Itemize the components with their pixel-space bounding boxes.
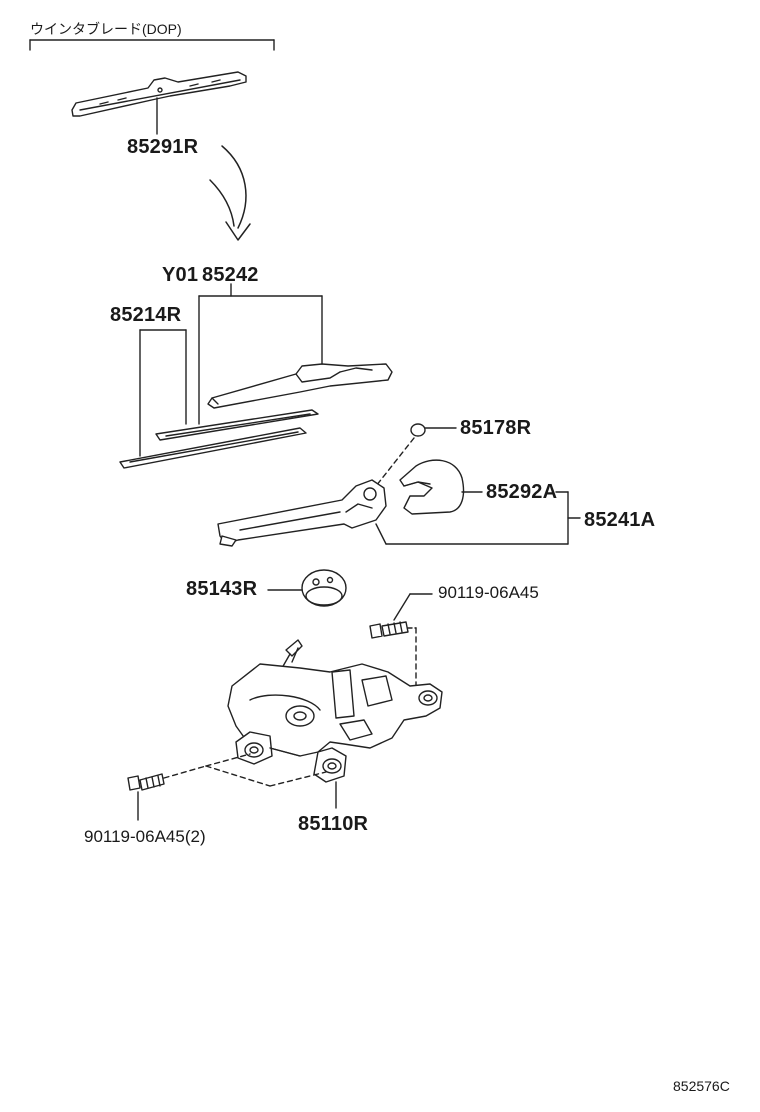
part-number-85241a[interactable]: 85241A [584,509,656,531]
grommet-drawing [267,569,347,607]
wiper-arm-drawing [217,479,581,547]
part-number-85242[interactable]: 85242 [202,264,259,286]
part-number-85110r[interactable]: 85110R [298,813,369,835]
blade-assy-leaders [139,283,323,457]
upper-bolt-drawing [369,593,433,691]
winter-blade-drawing [71,71,247,135]
pivot-cap-drawing [375,423,457,487]
diagram-code: 852576C [673,1078,730,1094]
part-number-bolt-lower[interactable]: 90119-06A45(2) [84,827,206,846]
part-number-85291r[interactable]: 85291R [127,136,199,158]
part-number-bolt-upper[interactable]: 90119-06A45 [438,583,539,602]
blade-assy-drawing [119,363,393,469]
part-number-85178r[interactable]: 85178R [460,417,532,439]
part-number-85292a[interactable]: 85292A [486,481,558,503]
header-bracket [29,39,275,51]
cover-drawing [399,459,483,515]
part-number-85143r[interactable]: 85143R [186,578,258,600]
transition-arrow [209,145,251,241]
header-label: ウインタブレード(DOP) [30,21,182,37]
lower-bolt-drawing [127,753,327,821]
part-number-85214r[interactable]: 85214R [110,304,182,326]
prefix-y01: Y01 [162,264,199,286]
